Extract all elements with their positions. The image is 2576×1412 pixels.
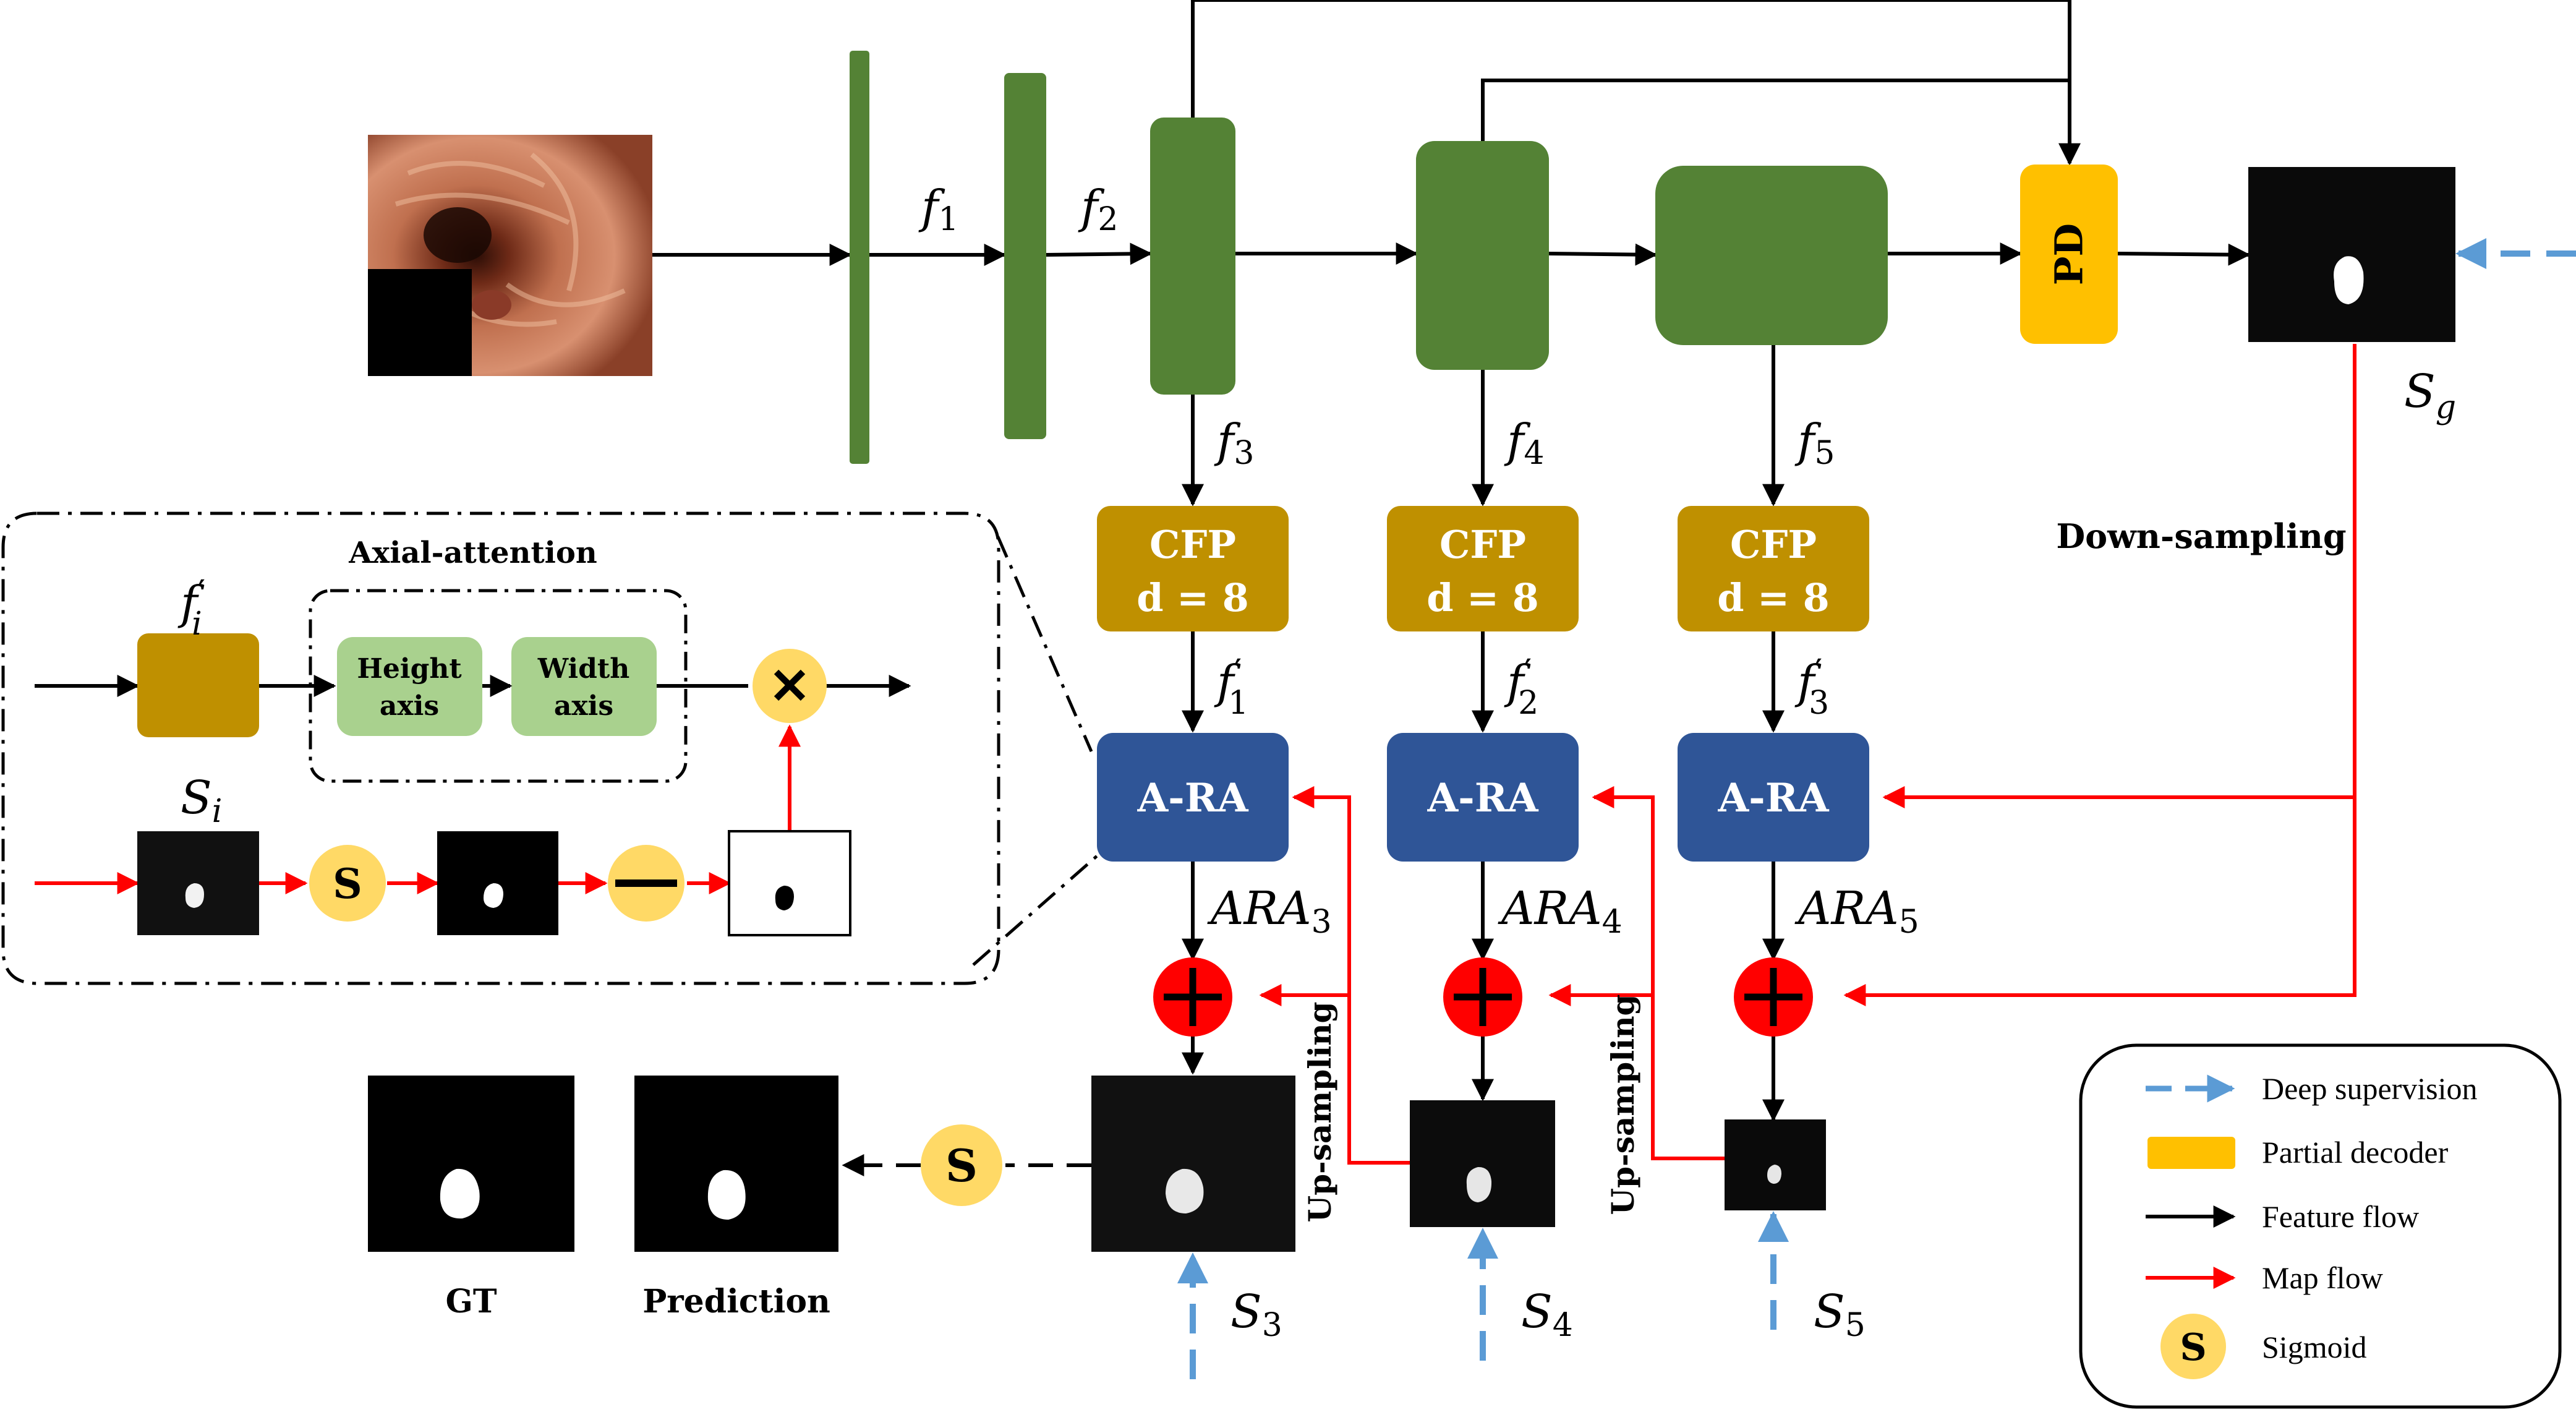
legend-deep-supervision: Deep supervision <box>2262 1071 2478 1106</box>
inset-reverse-map <box>728 830 851 936</box>
prediction-map <box>634 1076 838 1252</box>
subtract-node <box>608 845 685 922</box>
cfp-blocks <box>1097 506 1869 631</box>
inset-sigmoid <box>309 845 386 922</box>
output-sigmoid <box>921 1124 1002 1206</box>
inset-sigmoid-label: S <box>333 860 362 908</box>
down-sampling-label: Down-sampling <box>2056 516 2346 556</box>
cfp5-line1: CFP <box>1730 522 1817 567</box>
fp2-label: f′2 <box>1504 653 1538 722</box>
f4-label: f4 <box>1504 414 1544 472</box>
ara5-label: A-RA <box>1717 775 1829 821</box>
deep-supervision-arrows <box>1177 238 2576 1379</box>
legend-sigmoid-symbol: S <box>2180 1326 2206 1369</box>
add-node-5 <box>1734 957 1813 1037</box>
cfp4-line2: d = 8 <box>1427 575 1539 620</box>
pd-label: PD <box>2047 223 2092 285</box>
cfp-block-3 <box>1097 506 1289 631</box>
sg-label: Sg <box>2404 365 2456 426</box>
ara-block-5 <box>1678 733 1869 862</box>
encoder-layer-4 <box>1416 141 1549 370</box>
height-axis-line2: axis <box>380 690 439 722</box>
prediction-label: Prediction <box>642 1283 830 1320</box>
f2-label: f2 <box>1078 181 1118 238</box>
ara-block-4 <box>1387 733 1579 862</box>
side-output-s3 <box>1091 1076 1295 1252</box>
f5-label: f5 <box>1794 414 1835 472</box>
inset-cfp-block <box>137 633 259 737</box>
inset-sigmoid-map <box>437 831 558 935</box>
ground-truth-map <box>368 1076 574 1252</box>
legend <box>2079 1043 2562 1409</box>
up-sampling-label-2: Up-sampling <box>1605 994 1641 1215</box>
axial-attention-inset <box>1 511 1103 985</box>
multiply-symbol: ✕ <box>769 657 810 715</box>
up-sampling-label-1: Up-sampling <box>1302 1001 1338 1222</box>
ara-block-3 <box>1097 733 1289 862</box>
inset-si-map <box>137 831 259 935</box>
add-node-3 <box>1153 957 1232 1037</box>
ara4-output-label: ARA4 <box>1498 882 1623 941</box>
encoder-layer-3 <box>1150 118 1235 395</box>
width-axis-block <box>511 637 657 736</box>
feature-flow-lines <box>35 0 2251 1176</box>
ara3-output-label: ARA3 <box>1207 882 1332 941</box>
height-axis-block <box>337 637 482 736</box>
width-axis-line2: axis <box>554 690 613 722</box>
multiply-node <box>753 649 827 723</box>
s3-label: S3 <box>1230 1285 1282 1344</box>
encoder-backbone <box>850 51 1888 464</box>
fp1-label: f′1 <box>1214 653 1248 722</box>
s5-label: S5 <box>1814 1285 1866 1344</box>
output-sigmoid-label: S <box>945 1139 978 1192</box>
cfp3-line2: d = 8 <box>1137 575 1249 620</box>
cfp-block-4 <box>1387 506 1579 631</box>
ara-blocks <box>1097 733 1869 862</box>
map-flow-lines <box>35 344 2356 1165</box>
legend-sigmoid: Sigmoid <box>2262 1330 2366 1364</box>
input-colonoscopy-image <box>368 135 652 376</box>
axial-attention-title: Axial-attention <box>348 536 597 570</box>
si-label: Si <box>181 771 222 830</box>
encoder-layer-5 <box>1655 166 1888 345</box>
height-axis-line1: Height <box>357 653 462 685</box>
cfp3-line1: CFP <box>1149 522 1236 567</box>
cfp5-line2: d = 8 <box>1717 575 1830 620</box>
partial-decoder-block <box>2020 165 2118 344</box>
add-node-4 <box>1443 957 1522 1037</box>
side-output-s4 <box>1410 1100 1555 1227</box>
ara3-label: A-RA <box>1137 775 1248 821</box>
legend-partial-decoder: Partial decoder <box>2262 1135 2449 1170</box>
ara4-label: A-RA <box>1427 775 1538 821</box>
gt-label: GT <box>445 1283 497 1320</box>
ara5-output-label: ARA5 <box>1794 882 1919 941</box>
side-output-s5 <box>1725 1119 1826 1210</box>
f3-label: f3 <box>1214 414 1254 472</box>
encoder-layer-1 <box>850 51 869 464</box>
addition-nodes <box>1153 957 1813 1037</box>
cfp4-line1: CFP <box>1439 522 1526 567</box>
legend-feature-flow: Feature flow <box>2262 1199 2419 1234</box>
global-map-sg <box>2248 167 2455 342</box>
f1-label: f1 <box>918 181 958 238</box>
fp3-label: f′3 <box>1794 653 1829 722</box>
encoder-layer-2 <box>1004 73 1046 439</box>
legend-map-flow: Map flow <box>2262 1260 2383 1295</box>
s4-label: S4 <box>1521 1285 1573 1344</box>
width-axis-line1: Width <box>537 653 629 685</box>
cfp-block-5 <box>1678 506 1869 631</box>
fpi-label: f′i <box>177 573 205 643</box>
